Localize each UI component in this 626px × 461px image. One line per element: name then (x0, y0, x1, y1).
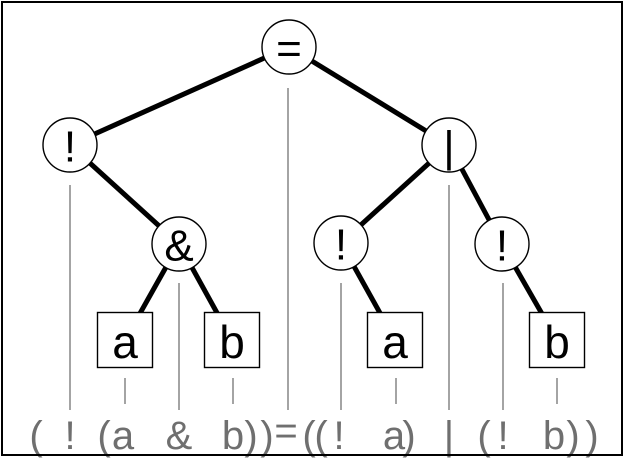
expression-token-14: | (444, 414, 454, 458)
node-var-a-right (366, 311, 424, 369)
expression-token-16: ! (497, 414, 508, 458)
expression-token-7: ) (260, 414, 273, 458)
expression-token-1: ! (64, 414, 75, 458)
expression-token-10: ( (314, 414, 328, 458)
node-label-var-a-left: a (112, 316, 138, 368)
node-eq (261, 19, 317, 75)
node-label-or: | (443, 123, 454, 172)
expression-token-18: ) (566, 414, 579, 458)
expression-token-8: = (274, 409, 297, 453)
node-label-var-b-left: b (219, 316, 245, 368)
expression-token-19: ) (585, 414, 598, 458)
expression-token-4: & (166, 414, 193, 458)
guides-layer (69, 88, 558, 410)
node-not-b (474, 216, 530, 272)
expression-token-5: b (222, 414, 244, 458)
tree-edge-eq-or (287, 44, 451, 148)
node-var-a-left (96, 311, 154, 369)
node-label-var-b-right: b (544, 316, 570, 368)
node-label-not-a: ! (335, 221, 347, 270)
expression-layer: (!(a&b))=((!a)|(!b)) (29, 409, 598, 458)
node-not-a (313, 215, 369, 271)
expression-token-0: ( (29, 414, 43, 458)
tree-edge-eq-not-left (68, 44, 291, 148)
expression-token-15: ( (477, 414, 491, 458)
expression-token-12: a (383, 414, 406, 458)
expression-token-6: ) (244, 414, 257, 458)
expression-token-3: a (112, 414, 135, 458)
node-label-not-b: ! (496, 222, 508, 271)
node-label-and: & (164, 222, 193, 271)
expression-token-13: ) (402, 414, 415, 458)
edges-layer (68, 44, 560, 342)
node-label-var-a-right: a (382, 316, 408, 368)
node-var-b-right (528, 311, 586, 369)
expression-token-17: b (543, 414, 565, 458)
node-not-left (42, 117, 98, 173)
expression-token-9: ( (302, 414, 316, 458)
node-and (151, 216, 207, 272)
node-var-b-left (203, 311, 261, 369)
node-or (421, 117, 477, 173)
node-label-eq: = (276, 25, 302, 74)
nodes-layer: =! | &!! a b a b (42, 19, 586, 369)
expression-token-2: ( (97, 414, 111, 458)
node-label-not-left: ! (64, 123, 76, 172)
expression-token-11: ! (333, 414, 344, 458)
